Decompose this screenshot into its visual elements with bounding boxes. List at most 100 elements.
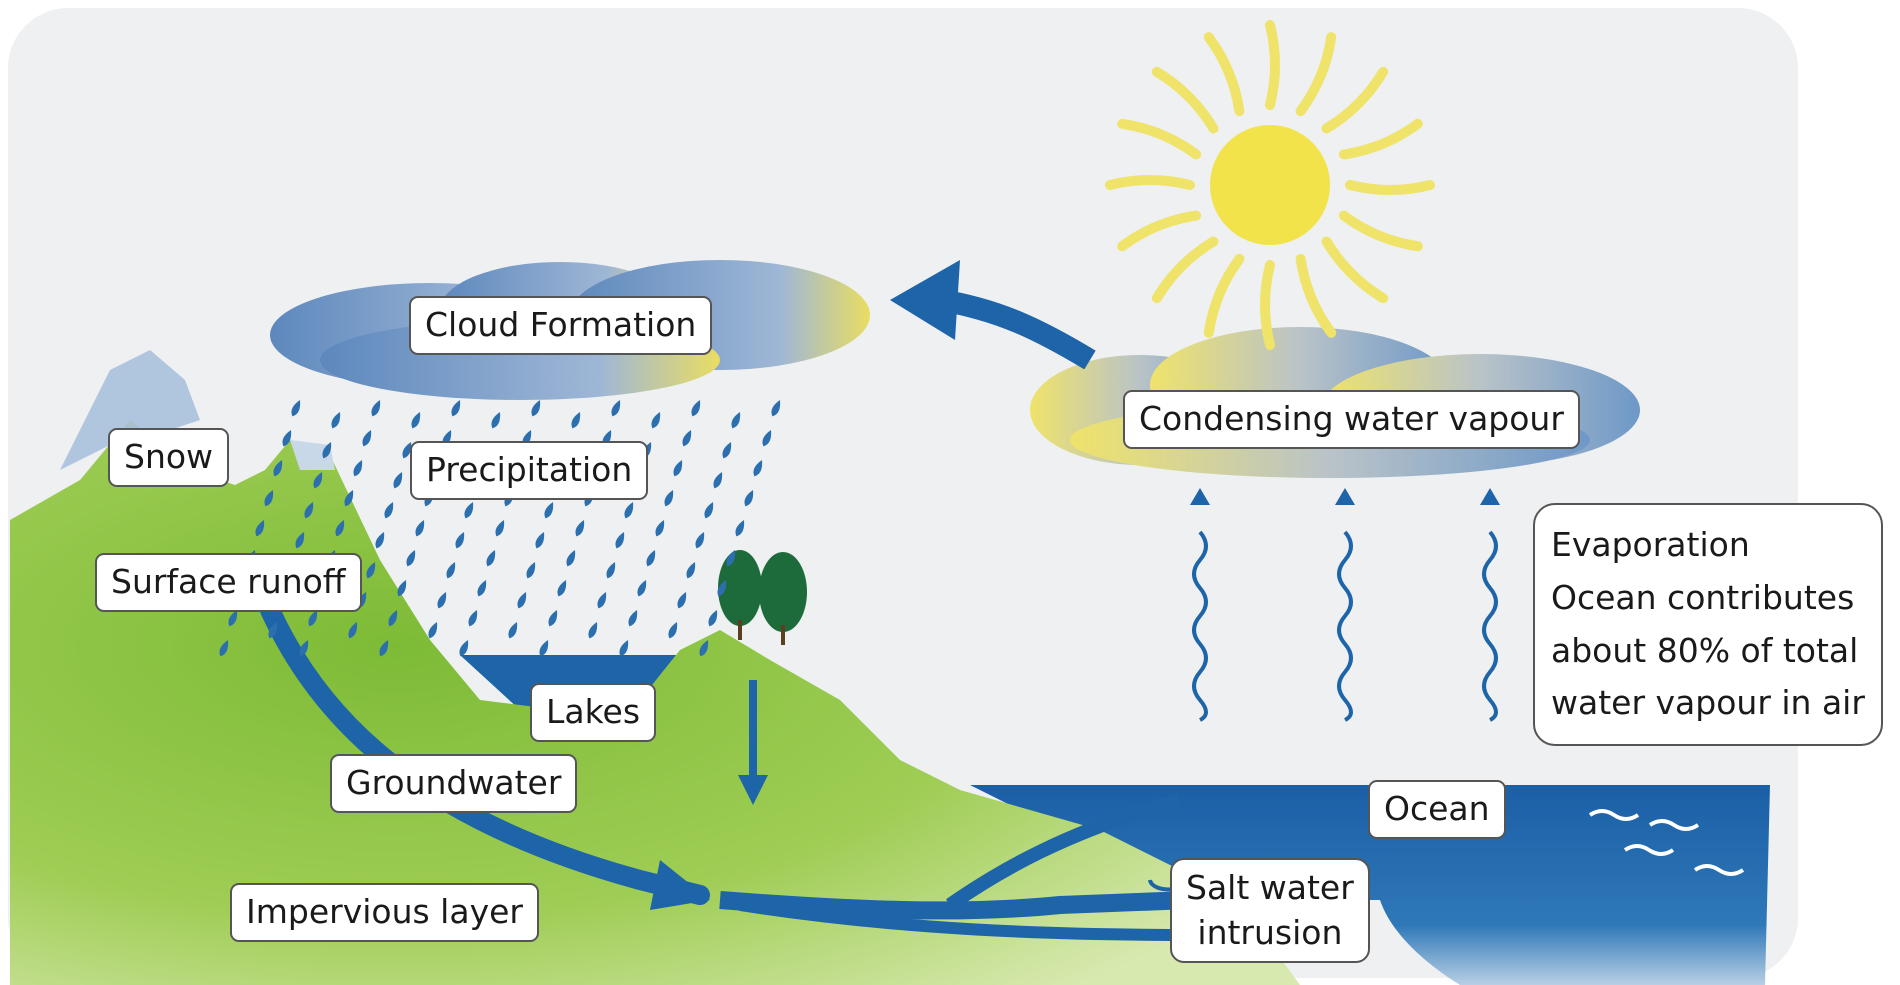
sun-ray xyxy=(1203,32,1245,117)
rain-drop-icon xyxy=(455,532,465,549)
rain-drop-icon xyxy=(668,622,678,639)
tree-icon xyxy=(759,552,807,632)
sun-ray xyxy=(1151,66,1219,134)
rain-drop-icon xyxy=(477,580,487,597)
rain-drop-icon xyxy=(437,592,447,609)
wave-icon xyxy=(1693,864,1745,876)
rain-drop-icon xyxy=(415,520,425,537)
rain-drop-icon xyxy=(291,400,301,417)
rain-drop-icon xyxy=(544,502,554,519)
rain-drop-icon xyxy=(686,562,696,579)
rain-drop-icon xyxy=(268,622,278,639)
rain-drop-icon xyxy=(539,640,549,657)
rain-drop-icon xyxy=(646,550,656,567)
rain-drop-icon xyxy=(282,430,292,447)
sun-ray xyxy=(1117,210,1202,252)
rain-drop-icon xyxy=(624,502,634,519)
rain-drop-icon xyxy=(722,442,732,459)
rain-drop-icon xyxy=(468,610,478,627)
rain-drop-icon xyxy=(486,550,496,567)
rain-drop-icon xyxy=(313,472,323,489)
rain-drop-icon xyxy=(393,472,403,489)
rain-drop-icon xyxy=(535,532,545,549)
rain-drop-icon xyxy=(366,562,376,579)
salt-water-intrusion-label: Salt water intrusion xyxy=(1170,858,1370,964)
rain-drop-icon xyxy=(273,460,283,477)
rain-drop-icon xyxy=(331,412,341,429)
snow-cap xyxy=(60,350,200,470)
rain-drop-icon xyxy=(491,412,501,429)
vapour-transport-arrowhead xyxy=(890,260,960,340)
rain-drop-icon xyxy=(446,562,456,579)
rain-drop-icon xyxy=(744,490,754,507)
sun-ray xyxy=(1345,180,1435,195)
evaporation-label: Evaporation Ocean contributes about 80% … xyxy=(1533,503,1883,747)
surface-runoff-label: Surface runoff xyxy=(95,553,362,612)
rain-drop-icon xyxy=(375,532,385,549)
sun-ray xyxy=(1265,20,1280,110)
rain-drop-icon xyxy=(335,520,345,537)
evaporation-arrowhead xyxy=(1480,488,1500,505)
sun-ray xyxy=(1260,260,1275,350)
sun-ray xyxy=(1117,118,1202,160)
rain-drop-icon xyxy=(464,502,474,519)
rain-drop-icon xyxy=(699,640,709,657)
sun-icon xyxy=(1105,20,1435,350)
rain-drop-icon xyxy=(255,520,265,537)
ocean-label: Ocean xyxy=(1368,780,1506,839)
sun-ray xyxy=(1321,66,1389,134)
vapour-transport-arrow xyxy=(938,289,1096,370)
rain-drop-icon xyxy=(531,400,541,417)
rain-drop-icon xyxy=(362,430,372,447)
groundwater-label: Groundwater xyxy=(330,754,578,813)
rain-drop-icon xyxy=(664,490,674,507)
rain-drop-icon xyxy=(566,550,576,567)
groundwater-flow xyxy=(719,891,1191,920)
groundwater-lower xyxy=(739,899,1201,941)
rain-drop-icon xyxy=(735,520,745,537)
sun-ray xyxy=(1338,210,1423,252)
rain-drop-icon xyxy=(299,640,309,657)
sun-ray xyxy=(1151,236,1219,304)
rain-drop-icon xyxy=(264,490,274,507)
rain-drop-icon xyxy=(717,580,727,597)
sun-ray xyxy=(1338,118,1423,160)
rain-drop-icon xyxy=(682,430,692,447)
rain-drop-icon xyxy=(451,400,461,417)
rain-drop-icon xyxy=(651,412,661,429)
rain-drop-icon xyxy=(691,400,701,417)
rain-drop-icon xyxy=(708,610,718,627)
rain-drop-icon xyxy=(771,400,781,417)
rain-drop-icon xyxy=(322,442,332,459)
rain-drop-icon xyxy=(304,502,314,519)
rain-drop-icon xyxy=(388,610,398,627)
rain-drop-icon xyxy=(402,442,412,459)
evaporation-line-4: water vapour in air xyxy=(1551,683,1865,723)
rain-drop-icon xyxy=(406,550,416,567)
rain-drop-icon xyxy=(655,520,665,537)
rain-drop-icon xyxy=(344,490,354,507)
sun-core xyxy=(1210,125,1330,245)
wave-icon xyxy=(1623,844,1675,856)
rain-drop-icon xyxy=(606,562,616,579)
rain-drop-icon xyxy=(517,592,527,609)
rain-drop-icon xyxy=(597,592,607,609)
snow-label: Snow xyxy=(108,428,230,487)
rain-drop-icon xyxy=(575,520,585,537)
salt-water-line: Salt water xyxy=(1186,868,1354,907)
rain-drop-icon xyxy=(228,610,238,627)
rain-drop-icon xyxy=(571,412,581,429)
rain-drop-icon xyxy=(353,460,363,477)
rain-drop-icon xyxy=(611,400,621,417)
condensing-water-vapour-label: Condensing water vapour xyxy=(1123,390,1580,449)
rain-drop-icon xyxy=(526,562,536,579)
rain-drop-icon xyxy=(637,580,647,597)
evaporation-arrowhead xyxy=(1335,488,1355,505)
rain-drop-icon xyxy=(695,532,705,549)
rain-drop-icon xyxy=(411,412,421,429)
wave-icon xyxy=(1648,819,1700,831)
lakes-label: Lakes xyxy=(530,683,657,742)
rain-drop-icon xyxy=(379,640,389,657)
sun-ray xyxy=(1295,32,1337,117)
